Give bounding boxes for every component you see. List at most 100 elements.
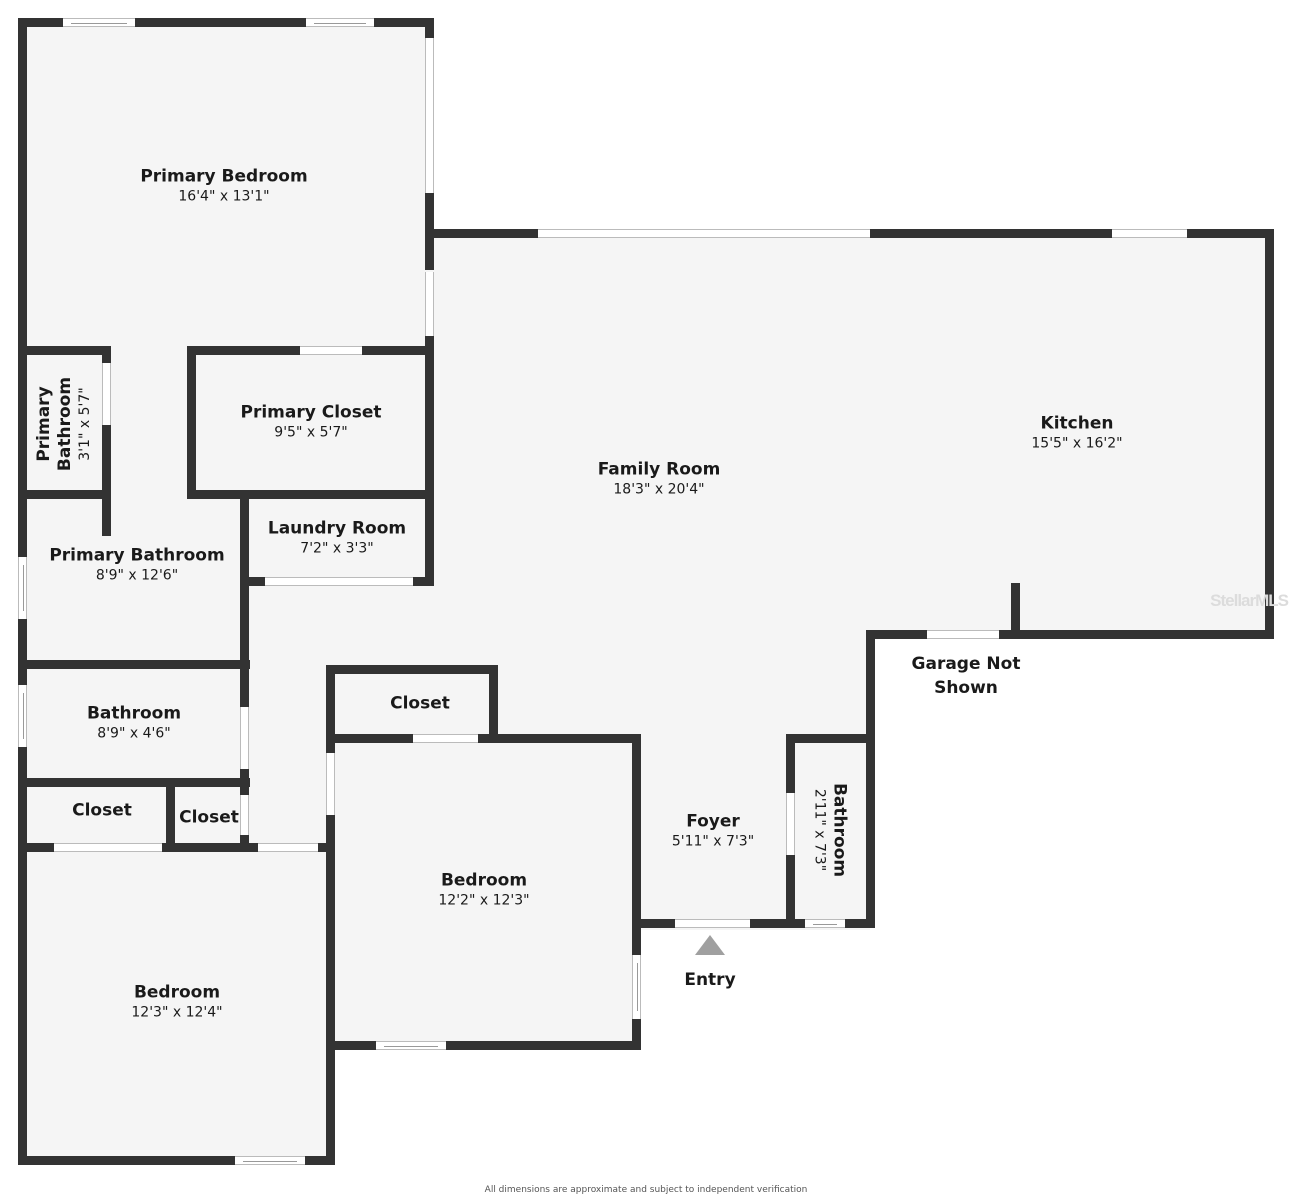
room-label-kitchen: Kitchen 15'5" x 16'2" <box>1031 414 1122 453</box>
room-name: Family Room <box>597 459 721 480</box>
wall <box>166 782 175 850</box>
door-opening <box>300 346 362 355</box>
window <box>18 685 27 747</box>
room-label-primary-bedroom: Primary Bedroom 16'4" x 13'1" <box>140 167 307 206</box>
room-label-bedroom-center: Bedroom 12'2" x 12'3" <box>438 871 529 910</box>
room-label-closet-small: Closet <box>179 808 239 829</box>
window <box>306 18 374 27</box>
wall <box>425 336 434 586</box>
door-opening <box>54 843 162 852</box>
door-opening <box>786 793 795 855</box>
wall <box>328 1041 641 1050</box>
room-dimensions: 3'1" x 5'7" <box>77 387 93 461</box>
wall <box>1011 583 1020 635</box>
room-dimensions: 7'2" x 3'3" <box>300 540 374 557</box>
wall <box>240 495 249 850</box>
room-label-primary-bathroom-small: Primary Bathroom 3'1" x 5'7" <box>34 369 94 479</box>
room-name: Primary Bathroom <box>49 545 225 566</box>
door-opening <box>240 795 249 835</box>
garage-note: Garage Not Shown <box>912 652 1021 700</box>
window <box>538 229 870 238</box>
room-dimensions: 15'5" x 16'2" <box>1031 435 1123 452</box>
room-name: Primary Closet <box>240 402 382 423</box>
room-label-bathroom: Bathroom 8'9" x 4'6" <box>87 704 181 743</box>
room-label-half-bath: Bathroom 2'11" x 7'3" <box>811 783 850 877</box>
wall <box>489 665 498 742</box>
room-label-primary-closet: Primary Closet 9'5" x 5'7" <box>241 403 382 442</box>
entry-arrow-icon <box>695 935 725 955</box>
room-dimensions: 16'4" x 13'1" <box>178 188 270 205</box>
room-name: Primary Bathroom <box>34 376 75 472</box>
room-name: Bedroom <box>440 870 528 891</box>
window <box>235 1156 305 1165</box>
wall <box>18 18 434 27</box>
room-name: Primary Bedroom <box>140 166 308 187</box>
watermark: StellarMLS <box>1210 591 1289 610</box>
wall <box>18 843 335 852</box>
garage-note-line2: Shown <box>934 678 998 698</box>
wall <box>786 734 875 743</box>
door-opening <box>413 734 478 743</box>
room-dimensions: 9'5" x 5'7" <box>274 424 348 441</box>
wall <box>1013 630 1274 639</box>
wall <box>102 346 111 536</box>
wall <box>326 665 498 674</box>
wall <box>18 346 111 355</box>
garage-note-line1: Garage Not <box>911 654 1021 674</box>
wall <box>328 734 641 743</box>
room-label-family-room: Family Room 18'3" x 20'4" <box>598 460 721 499</box>
room-label-laundry-room: Laundry Room 7'2" x 3'3" <box>268 519 406 558</box>
door-opening <box>265 577 413 586</box>
wall <box>326 665 335 1165</box>
room-dimensions: 2'11" x 7'3" <box>811 788 828 872</box>
room-name: Kitchen <box>1040 413 1114 434</box>
wall <box>18 1156 335 1165</box>
room-dimensions: 12'2" x 12'3" <box>438 892 530 909</box>
door-opening <box>326 753 335 815</box>
room-label-primary-bathroom: Primary Bathroom 8'9" x 12'6" <box>49 546 224 585</box>
window <box>18 557 27 619</box>
window <box>1112 229 1187 238</box>
wall <box>632 734 641 1050</box>
room-name: Laundry Room <box>267 518 407 539</box>
room-label-foyer: Foyer 5'11" x 7'3" <box>672 812 754 851</box>
wall <box>18 660 250 669</box>
room-label-closet-left: Closet <box>72 801 132 822</box>
floor-bedroom-center <box>328 665 641 1050</box>
room-label-bedroom-left: Bedroom 12'3" x 12'4" <box>131 983 222 1022</box>
room-name: Foyer <box>686 811 740 832</box>
door-opening <box>258 843 318 852</box>
room-dimensions: 8'9" x 4'6" <box>97 725 171 742</box>
wall <box>18 490 111 499</box>
floor-primary-bedroom <box>20 18 433 348</box>
room-name: Bedroom <box>133 982 221 1003</box>
wall <box>187 346 196 499</box>
room-name: Closet <box>390 693 450 714</box>
room-dimensions: 12'3" x 12'4" <box>131 1004 223 1021</box>
wall <box>18 778 250 787</box>
window <box>425 38 434 193</box>
entry-door <box>675 919 750 928</box>
room-name: Bathroom <box>86 703 182 724</box>
room-dimensions: 8'9" x 12'6" <box>95 567 179 584</box>
room-label-closet-bedroom: Closet <box>390 694 450 715</box>
wall <box>866 630 875 928</box>
wall <box>1265 229 1274 639</box>
room-name: Bathroom <box>829 782 850 878</box>
window <box>425 272 434 336</box>
window <box>805 919 845 928</box>
disclaimer-footer: All dimensions are approximate and subje… <box>484 1185 808 1195</box>
wall <box>187 490 434 499</box>
entry-label: Entry <box>684 970 736 990</box>
floor-bedroom-left <box>20 845 335 1165</box>
door-opening <box>102 363 111 425</box>
room-dimensions: 18'3" x 20'4" <box>613 481 705 498</box>
room-name: Closet <box>179 807 239 828</box>
door-opening <box>240 707 249 769</box>
door-opening <box>927 630 999 639</box>
window <box>632 955 641 1019</box>
window <box>63 18 135 27</box>
room-name: Closet <box>72 800 132 821</box>
room-dimensions: 5'11" x 7'3" <box>671 833 755 850</box>
floor-half-bath <box>786 735 875 928</box>
